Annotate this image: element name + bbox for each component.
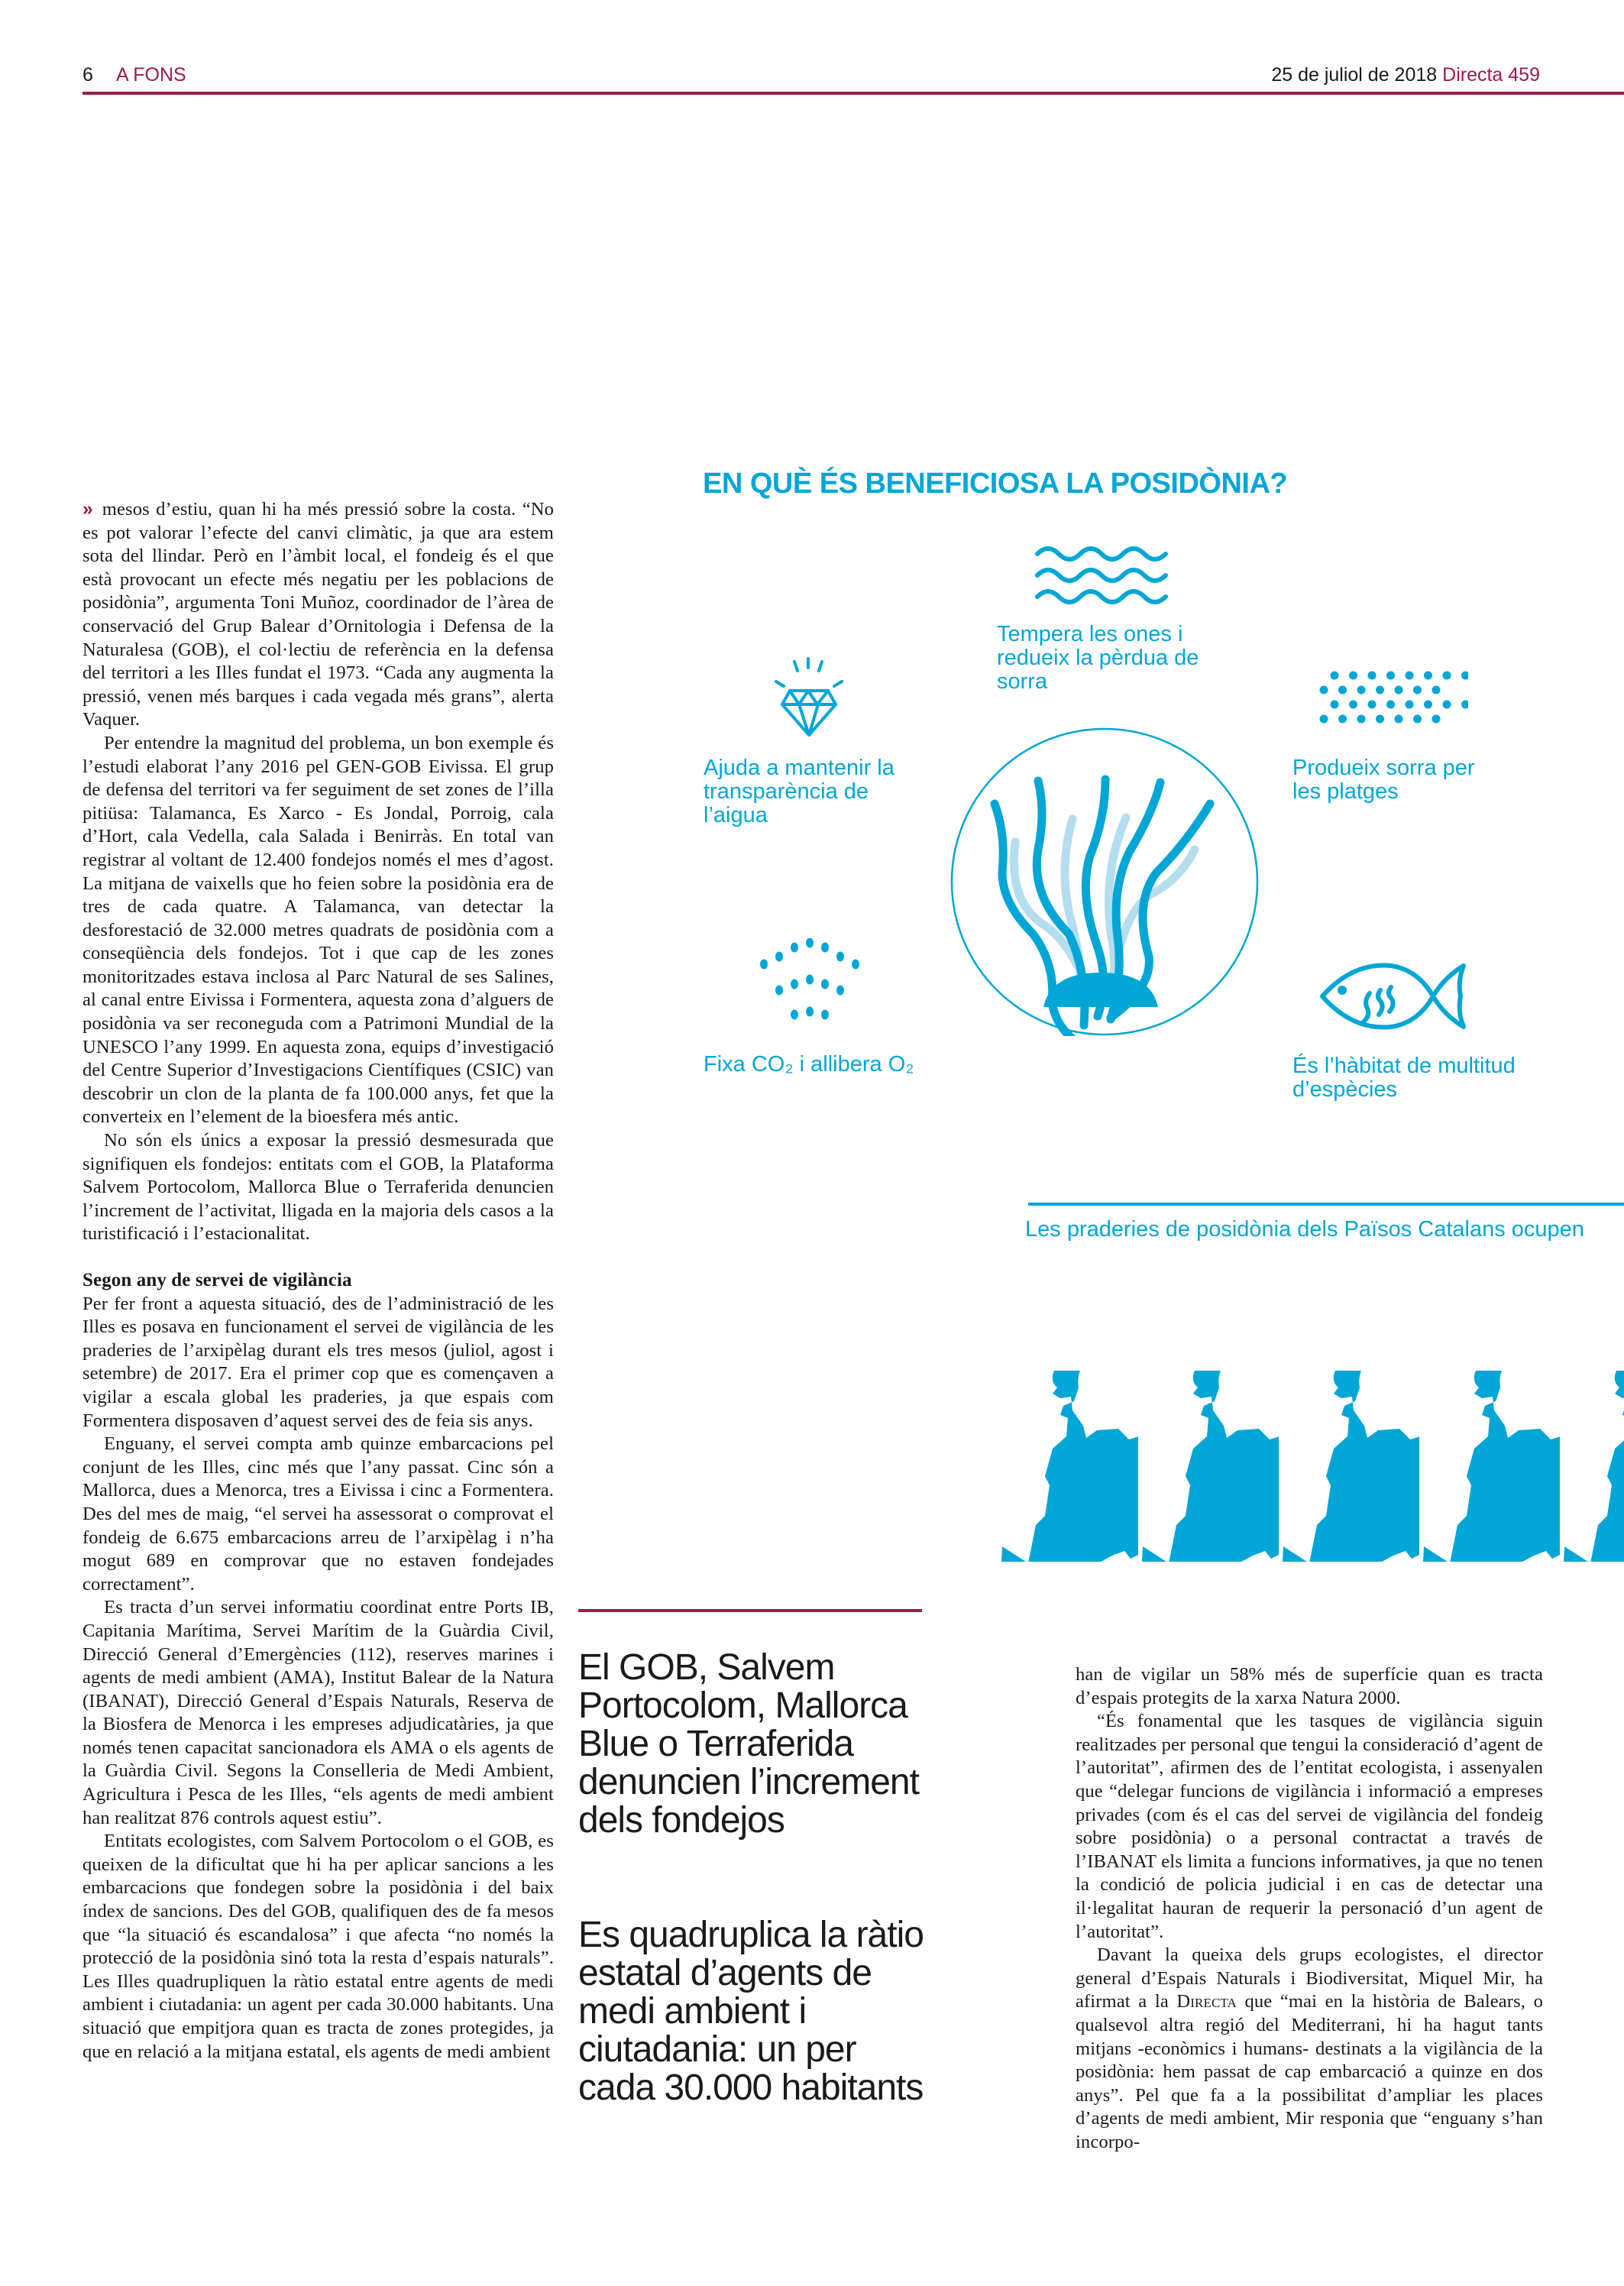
sand-dot (1442, 671, 1451, 680)
sand-dot (1319, 685, 1328, 695)
infographic-title: EN QUÈ ÉS BENEFICIOSA LA POSIDÒNIA? (703, 468, 1288, 500)
bubble-dot (821, 1009, 829, 1020)
map-shape (1564, 1371, 1624, 1562)
publication-issue: Directa 459 (1442, 64, 1540, 86)
page-number: 6 (82, 64, 93, 86)
bubbles-icon (760, 938, 859, 1020)
sand-dot (1338, 714, 1347, 724)
benefit-label-co2: Fixa CO₂ i allibera O₂ (704, 1052, 914, 1077)
paragraph-text: que “mai en la història de Balears, o qu… (1076, 1991, 1543, 2152)
benefit-label-transparency: Ajuda a mantenir la transparència de l’a… (704, 756, 894, 827)
sand-dot (1413, 685, 1422, 695)
section-label: A FONS (116, 64, 186, 86)
paragraph: No són els únics a exposar la pressió de… (82, 1130, 554, 1245)
map-shape (1001, 1371, 1138, 1562)
sand-dot (1442, 700, 1451, 709)
sand-dot (1349, 671, 1357, 680)
article-column-right: han de vigilar un 58% més de superfície … (1076, 1663, 1543, 2154)
sand-dot (1330, 700, 1339, 709)
sand-dot (1349, 700, 1357, 709)
sand-dot (1394, 714, 1403, 724)
article-column-left: »mesos d’estiu, quan hi ha més pressió s… (82, 498, 554, 2064)
header-rule (82, 92, 1624, 95)
bubble-dot (775, 985, 783, 996)
double-chevron-right-icon: » (82, 499, 93, 520)
infographic-divider (1028, 1203, 1624, 1206)
sand-dot (1367, 700, 1377, 709)
sand-dot (1338, 685, 1347, 695)
benefit-label-waves: Tempera les ones i redueix la pèrdua de … (997, 622, 1199, 694)
sand-dot (1413, 714, 1422, 724)
paragraph: Es tracta d’un servei informatiu coordin… (82, 1597, 554, 1828)
paragraph: “És fonamental que les tasques de vigilà… (1076, 1711, 1543, 1942)
sand-dots-icon (1319, 671, 1468, 724)
sand-dot (1386, 700, 1395, 709)
pull-quote: Es quadruplica la ràtio estatal d’agents… (578, 1915, 924, 2108)
sand-dot (1424, 700, 1432, 709)
sand-dot (1357, 685, 1366, 695)
sand-dot (1432, 714, 1441, 724)
map-shape (1423, 1371, 1560, 1562)
pull-quote: El GOB, Salvem Portocolom, Mallorca Blue… (578, 1647, 920, 1841)
sand-dot (1376, 685, 1384, 695)
map-shape (1142, 1371, 1279, 1562)
issue-info: 25 de juliol de 2018 Directa 459 (1271, 64, 1540, 86)
bubble-dot (775, 951, 783, 962)
bubble-dot (806, 1006, 814, 1017)
subheading: Segon any de servei de vigilància (82, 1270, 352, 1290)
sand-dot (1432, 685, 1441, 695)
bubble-dot (821, 942, 829, 953)
waves-icon (1035, 546, 1168, 604)
bubble-dot (852, 959, 859, 970)
bubble-dot (806, 938, 814, 948)
bubble-dot (791, 979, 798, 989)
map-catalan-countries-icon (1001, 1371, 1138, 1562)
sand-dot (1376, 714, 1384, 724)
paragraph: han de vigilar un 58% més de superfície … (1076, 1664, 1543, 1708)
sand-dot (1461, 671, 1468, 680)
bubble-dot (791, 1009, 798, 1020)
paragraph: Per fer front a aquesta situació, des de… (82, 1293, 554, 1431)
sand-dot (1424, 671, 1432, 680)
benefit-label-sand: Produeix sorra per les platges (1292, 756, 1475, 804)
issue-date: 25 de juliol de 2018 (1271, 64, 1438, 86)
sand-dot (1394, 685, 1403, 695)
map-catalan-countries-icon (1423, 1371, 1560, 1562)
paragraph-text: Davant la queixa dels grups ecologistes,… (1076, 1944, 1543, 2012)
sand-dot (1405, 700, 1414, 709)
sand-dot (1461, 700, 1468, 709)
pull-quote-rule (578, 1609, 922, 1612)
sand-dot (1367, 671, 1377, 680)
benefit-label-habitat: És l’hàbitat de multitud d’espècies (1292, 1054, 1516, 1102)
diamond-icon (775, 657, 843, 737)
map-shape (1283, 1371, 1419, 1562)
paragraph-text: mesos d’estiu, quan hi ha més pressió so… (82, 499, 554, 730)
sand-dot (1405, 671, 1414, 680)
paragraph: Per entendre la magnitud del problema, u… (82, 732, 554, 1128)
sand-dot (1319, 714, 1328, 724)
map-catalan-countries-icon (1283, 1371, 1419, 1562)
map-catalan-countries-icon (1564, 1371, 1624, 1562)
sand-dot (1386, 671, 1395, 680)
seagrass-icon (950, 727, 1259, 1036)
paragraph: Enguany, el servei compta amb quinze emb… (82, 1433, 554, 1595)
paragraph: Entitats ecologistes, com Salvem Portoco… (82, 1831, 554, 2062)
bubble-dot (791, 942, 798, 953)
sand-dot (1330, 671, 1339, 680)
bubble-dot (806, 974, 814, 985)
meadows-caption: Les praderies de posidònia dels Països C… (1025, 1217, 1584, 1242)
publication-name: Directa (1176, 1991, 1237, 2012)
bubble-dot (836, 985, 844, 996)
bubble-dot (821, 979, 829, 989)
fish-icon (1320, 963, 1466, 1030)
map-catalan-countries-icon (1142, 1371, 1279, 1562)
map-icons-row (1001, 1371, 1624, 1562)
bubble-dot (760, 959, 768, 970)
paragraph: »mesos d’estiu, quan hi ha més pressió s… (82, 498, 554, 732)
bubble-dot (836, 951, 844, 962)
paragraph: Davant la queixa dels grups ecologistes,… (1076, 1944, 1543, 2154)
sand-dot (1357, 714, 1366, 724)
